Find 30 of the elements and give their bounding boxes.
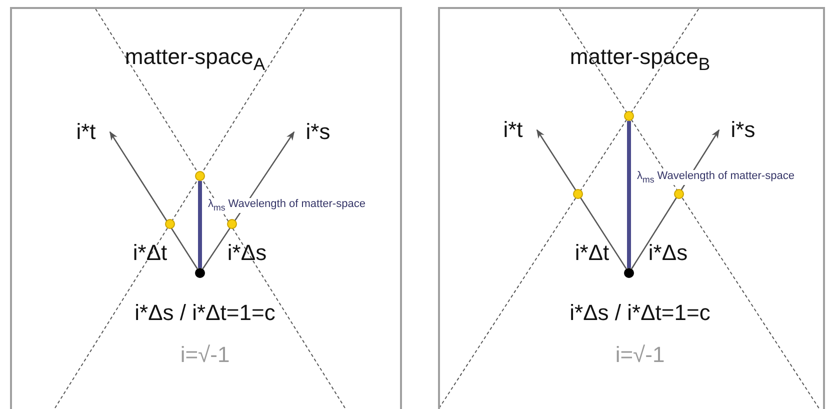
axis-arrow [536, 129, 627, 270]
axis-label: i*s [298, 118, 338, 146]
intersection-point [195, 171, 205, 181]
intersection-point [674, 189, 684, 199]
axis-label: i*Δs / i*Δt=1=c [570, 300, 710, 326]
panel-title: matter-space$_{B}$ [570, 44, 710, 76]
definition-text: i=√-1 [180, 342, 230, 368]
axis-label: i*Δt [574, 240, 610, 266]
axis-label: i*Δs [648, 240, 688, 266]
axis-arrow [202, 131, 295, 270]
panel-title: matter-space$_{A}$ [124, 44, 266, 76]
definition-text: i=√-1 [615, 342, 665, 368]
intersection-point [573, 189, 583, 199]
axis-label: i*Δs / i*Δt=1=c [134, 300, 276, 326]
wavelength-line [627, 121, 631, 268]
intersection-point [624, 111, 634, 121]
intersection-point [227, 219, 237, 229]
wavelength-line [198, 181, 202, 268]
axis-label: i*Δt [132, 240, 168, 266]
axis-label: i*t [493, 116, 533, 144]
axis-label: i*s [723, 116, 763, 144]
edge-label: λ$_{ms}$ Wavelength of matter-space [207, 198, 366, 213]
axis-label: i*Δs [227, 240, 267, 266]
origin-point [624, 268, 634, 278]
axis-arrow [109, 131, 198, 270]
intersection-point [165, 219, 175, 229]
origin-point [195, 268, 205, 278]
axis-label: i*t [66, 118, 106, 146]
edge-label: λ$_{ms}$ Wavelength of matter-space [636, 170, 796, 185]
axis-arrow [631, 129, 720, 270]
